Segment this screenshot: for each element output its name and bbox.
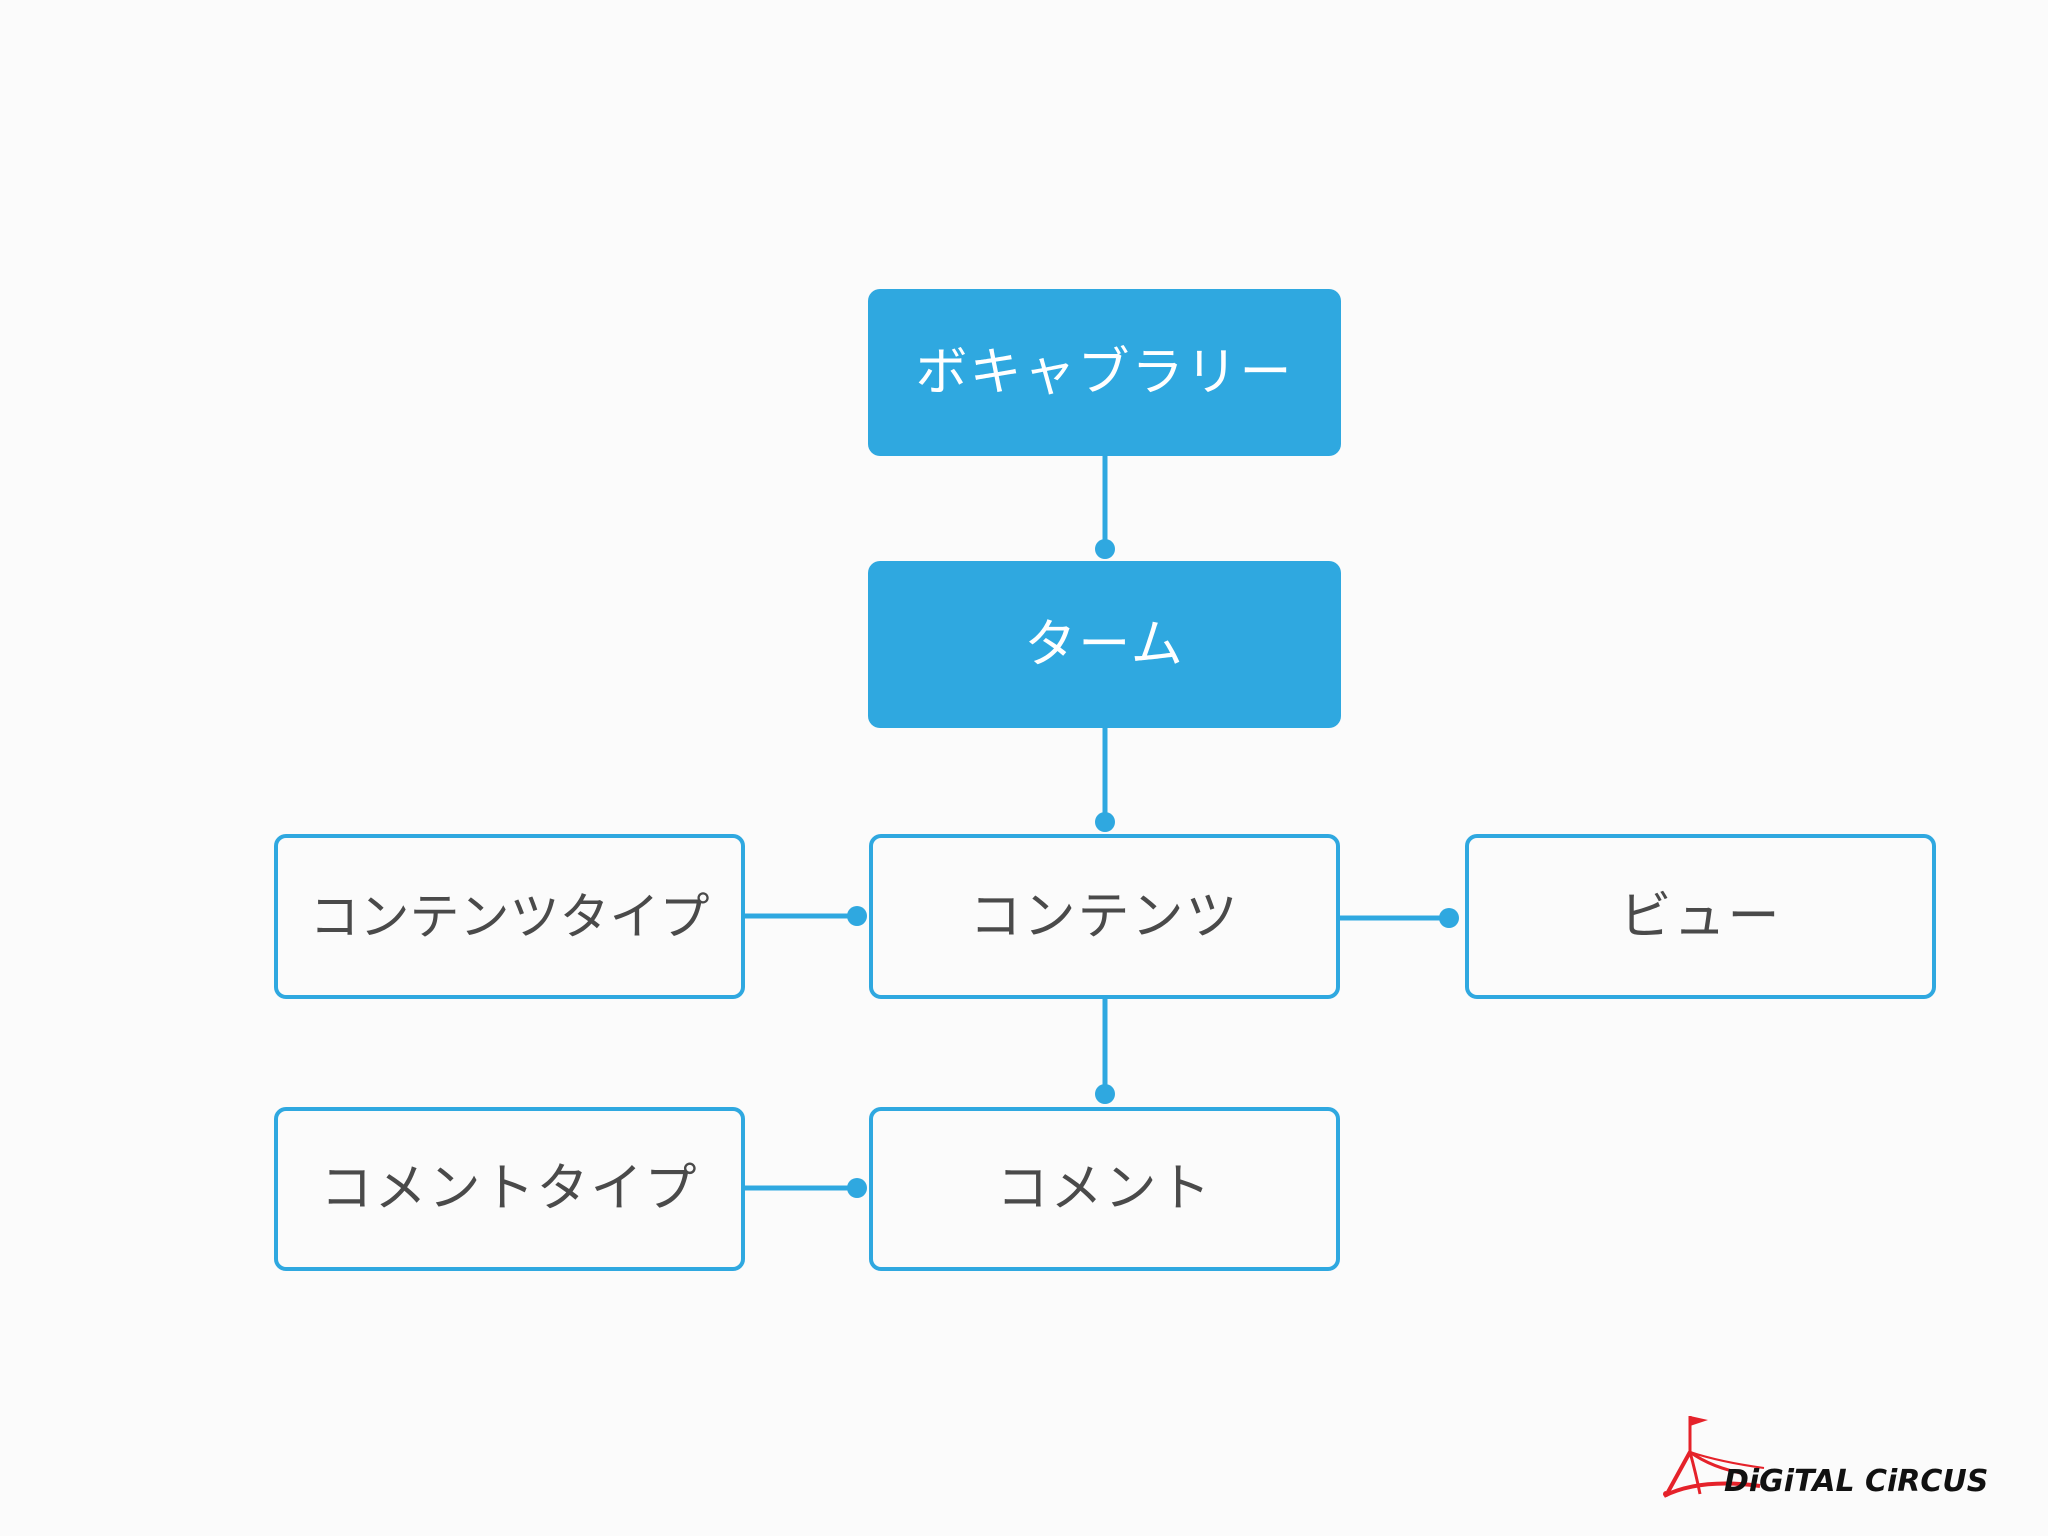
node-term-label: ターム xyxy=(1024,614,1185,675)
logo-text: DiGiTAL CiRCUS xyxy=(1724,1464,1989,1499)
edge-contenttype-content-endpoint xyxy=(847,906,867,926)
node-content-type: コンテンツタイプ xyxy=(274,834,745,999)
edge-content-comment-endpoint xyxy=(1095,1084,1115,1104)
node-content-type-label: コンテンツタイプ xyxy=(309,887,710,946)
company-logo: DiGiTAL CiRCUS xyxy=(1660,1408,2012,1504)
circus-tent-flag-icon xyxy=(1663,1416,1765,1498)
node-comment-label: コメント xyxy=(996,1159,1213,1219)
node-comment-type: コメントタイプ xyxy=(274,1107,745,1271)
node-comment-type-label: コメントタイプ xyxy=(320,1159,699,1219)
node-view: ビュー xyxy=(1465,834,1936,999)
node-content-label: コンテンツ xyxy=(969,886,1240,947)
node-comment: コメント xyxy=(869,1107,1340,1271)
edge-content-view-endpoint xyxy=(1439,908,1459,928)
edge-commenttype-comment-endpoint xyxy=(847,1178,867,1198)
node-vocabulary: ボキャブラリー xyxy=(868,289,1341,456)
edge-vocabulary-term-endpoint xyxy=(1095,539,1115,559)
node-vocabulary-label: ボキャブラリー xyxy=(915,342,1294,403)
node-content: コンテンツ xyxy=(869,834,1340,999)
node-view-label: ビュー xyxy=(1619,886,1782,947)
node-term: ターム xyxy=(868,561,1341,728)
edge-term-content-endpoint xyxy=(1095,812,1115,832)
